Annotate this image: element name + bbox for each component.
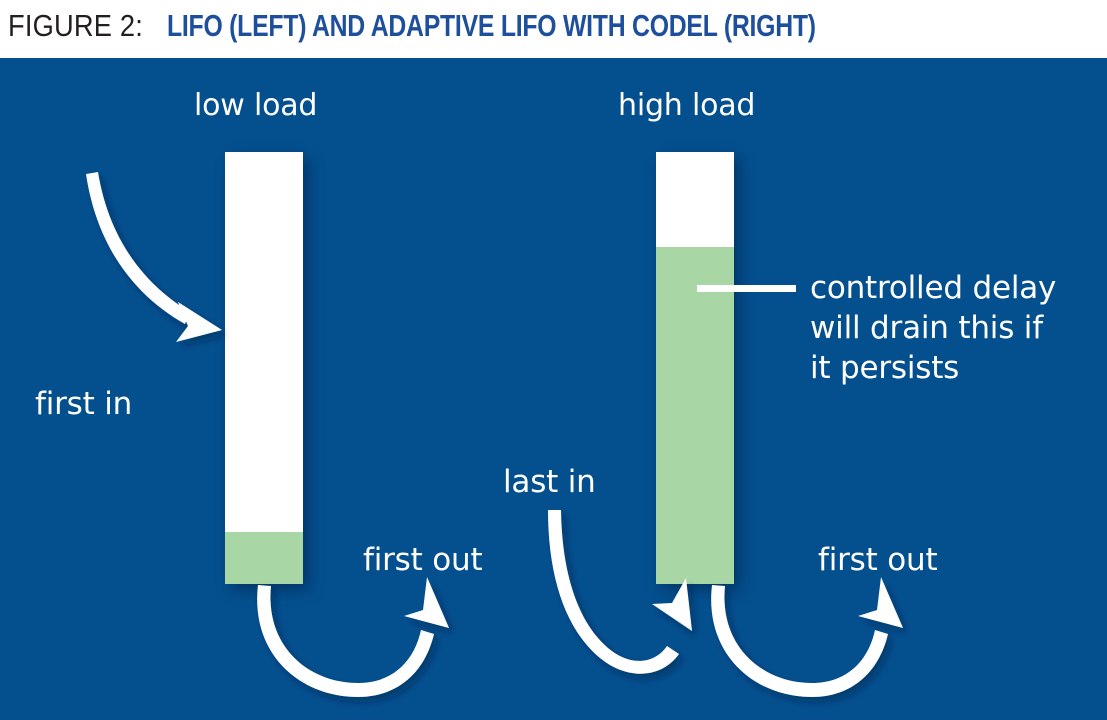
annotation-line-1: controlled delay bbox=[810, 270, 1057, 306]
figure-caption-prefix: FIGURE 2: bbox=[8, 8, 143, 43]
low-load-queue-fill bbox=[225, 532, 303, 584]
annotation-line-3: it persists bbox=[810, 350, 960, 386]
figure-caption-title: LIFO (LEFT) AND ADAPTIVE LIFO WITH CODEL… bbox=[167, 8, 817, 43]
first-out-arrow-left bbox=[257, 577, 449, 697]
low-load-queue-bar bbox=[225, 152, 303, 584]
low-load-out-label: first out bbox=[363, 542, 483, 578]
low-load-heading: low load bbox=[194, 88, 318, 123]
figure-caption: FIGURE 2: LIFO (LEFT) AND ADAPTIVE LIFO W… bbox=[8, 4, 978, 48]
low-load-in-label: first in bbox=[35, 386, 133, 422]
first-in-arrow bbox=[86, 172, 222, 342]
high-load-in-label: last in bbox=[503, 464, 596, 500]
high-load-queue-fill bbox=[656, 247, 734, 584]
high-load-heading: high load bbox=[618, 88, 756, 123]
first-out-arrow-right bbox=[711, 577, 903, 697]
diagram-panel: low load high load bbox=[0, 58, 1107, 720]
high-load-out-label: first out bbox=[818, 542, 938, 578]
arrows-overlay bbox=[86, 172, 903, 697]
annotation-line-2: will drain this if bbox=[810, 310, 1043, 346]
controlled-delay-annotation: controlled delay will drain this if it p… bbox=[810, 268, 1056, 388]
high-load-queue-bar bbox=[656, 152, 734, 584]
